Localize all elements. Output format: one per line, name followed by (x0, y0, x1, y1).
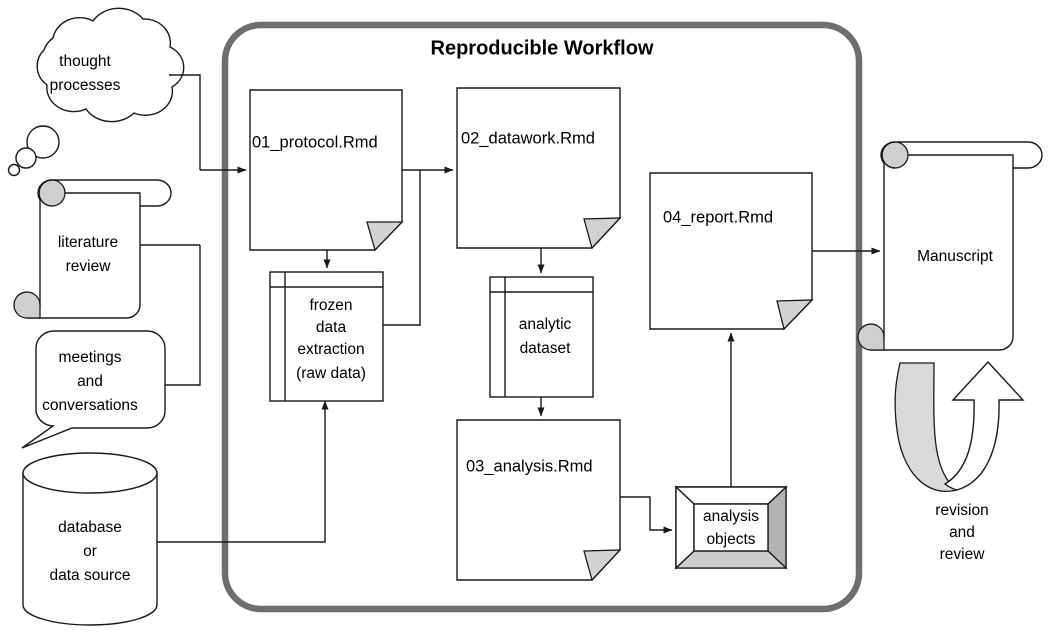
doc-02-datawork: 02_datawork.Rmd (456, 87, 622, 250)
doc-02-fold-corner (583, 217, 622, 250)
database-label-line1: database (58, 519, 122, 536)
manuscript-label: Manuscript (917, 248, 993, 265)
revision-descending-band (894, 362, 959, 492)
datastore-frozen-extraction: frozen data extraction (raw data) (269, 271, 384, 402)
revision-label-line3: review (940, 546, 986, 563)
doc-01-label: 01_protocol.Rmd (252, 133, 378, 151)
meetings-label-line3: conversations (42, 397, 138, 414)
connector-frozen-to-datawork (383, 170, 421, 326)
speech-bubble-shape (21, 330, 166, 449)
analysis-objects-label-line2: objects (706, 531, 755, 548)
analysis-objects-bottom-bevel (674, 550, 788, 569)
literature-label-line2: review (66, 258, 112, 275)
connector-meetings-to-bus (165, 245, 201, 386)
doc-03-label: 03_analysis.Rmd (466, 457, 593, 475)
revision-label-line1: revision (935, 502, 988, 519)
thought-bubble-small (7, 163, 21, 177)
literature-review-node: literature review (13, 179, 172, 319)
thought-bubble-large (26, 125, 60, 159)
thought-label-line2: processes (50, 77, 121, 94)
meetings-node: meetings and conversations (21, 330, 166, 449)
analysis-objects-label-line1: analysis (703, 508, 759, 525)
analytic-label-line1: analytic (519, 316, 572, 333)
doc-03-fold-corner (583, 549, 622, 582)
revision-label-line2: and (949, 524, 975, 541)
thought-processes-node: thought processes (7, 7, 185, 177)
literature-label-line1: literature (58, 234, 118, 251)
analytic-store-box (489, 276, 594, 398)
doc-04-fold-corner (776, 299, 814, 331)
doc-03-analysis: 03_analysis.Rmd (456, 419, 622, 582)
workflow-container (221, 21, 863, 613)
datastore-analytic-dataset: analytic dataset (489, 276, 594, 398)
manuscript-bottom-knob (857, 323, 885, 351)
meetings-label-line2: and (77, 373, 103, 390)
analysis-objects-inner-face (693, 503, 769, 552)
thought-label-line1: thought (59, 53, 111, 70)
database-label-line2: or (83, 543, 97, 560)
frozen-label-line4: (raw data) (296, 365, 366, 382)
revision-review-node: revision and review (894, 360, 1025, 563)
connector-thought-to-bus (169, 74, 201, 170)
frozen-label-line2: data (316, 319, 347, 336)
database-cylinder-top (22, 452, 158, 494)
thought-bubble-medium (15, 147, 37, 169)
manuscript-top-knob-curve (881, 141, 896, 169)
frozen-store-box (269, 271, 384, 402)
database-label-line3: data source (50, 567, 131, 584)
scroll-bottom-knob (13, 291, 41, 319)
thought-cloud-shape (36, 7, 185, 123)
analytic-label-line2: dataset (520, 340, 572, 357)
frozen-label-line3: extraction (297, 341, 364, 358)
revision-ascending-arrow (943, 360, 1025, 491)
doc-01-protocol: 01_protocol.Rmd (249, 89, 404, 252)
scroll-body (25, 192, 141, 319)
analysis-objects-node: analysis objects (674, 485, 788, 570)
analysis-objects-top-bevel (674, 486, 788, 505)
doc-04-label: 04_report.Rmd (663, 208, 773, 226)
manuscript-node: Manuscript (857, 141, 1043, 351)
meetings-label-line1: meetings (59, 349, 122, 366)
doc-01-fold-corner (366, 221, 404, 252)
database-cylinder-body (22, 472, 158, 626)
database-node: database or data source (22, 452, 158, 626)
page-title: Reproducible Workflow (431, 37, 654, 59)
scroll-top-knob-curve (38, 179, 53, 207)
connector-analysis-to-objects (620, 496, 673, 534)
doc-04-report: 04_report.Rmd (649, 172, 814, 331)
connector-database-to-frozen (157, 400, 329, 543)
doc-02-label: 02_datawork.Rmd (461, 129, 595, 147)
frozen-label-line1: frozen (309, 297, 352, 314)
